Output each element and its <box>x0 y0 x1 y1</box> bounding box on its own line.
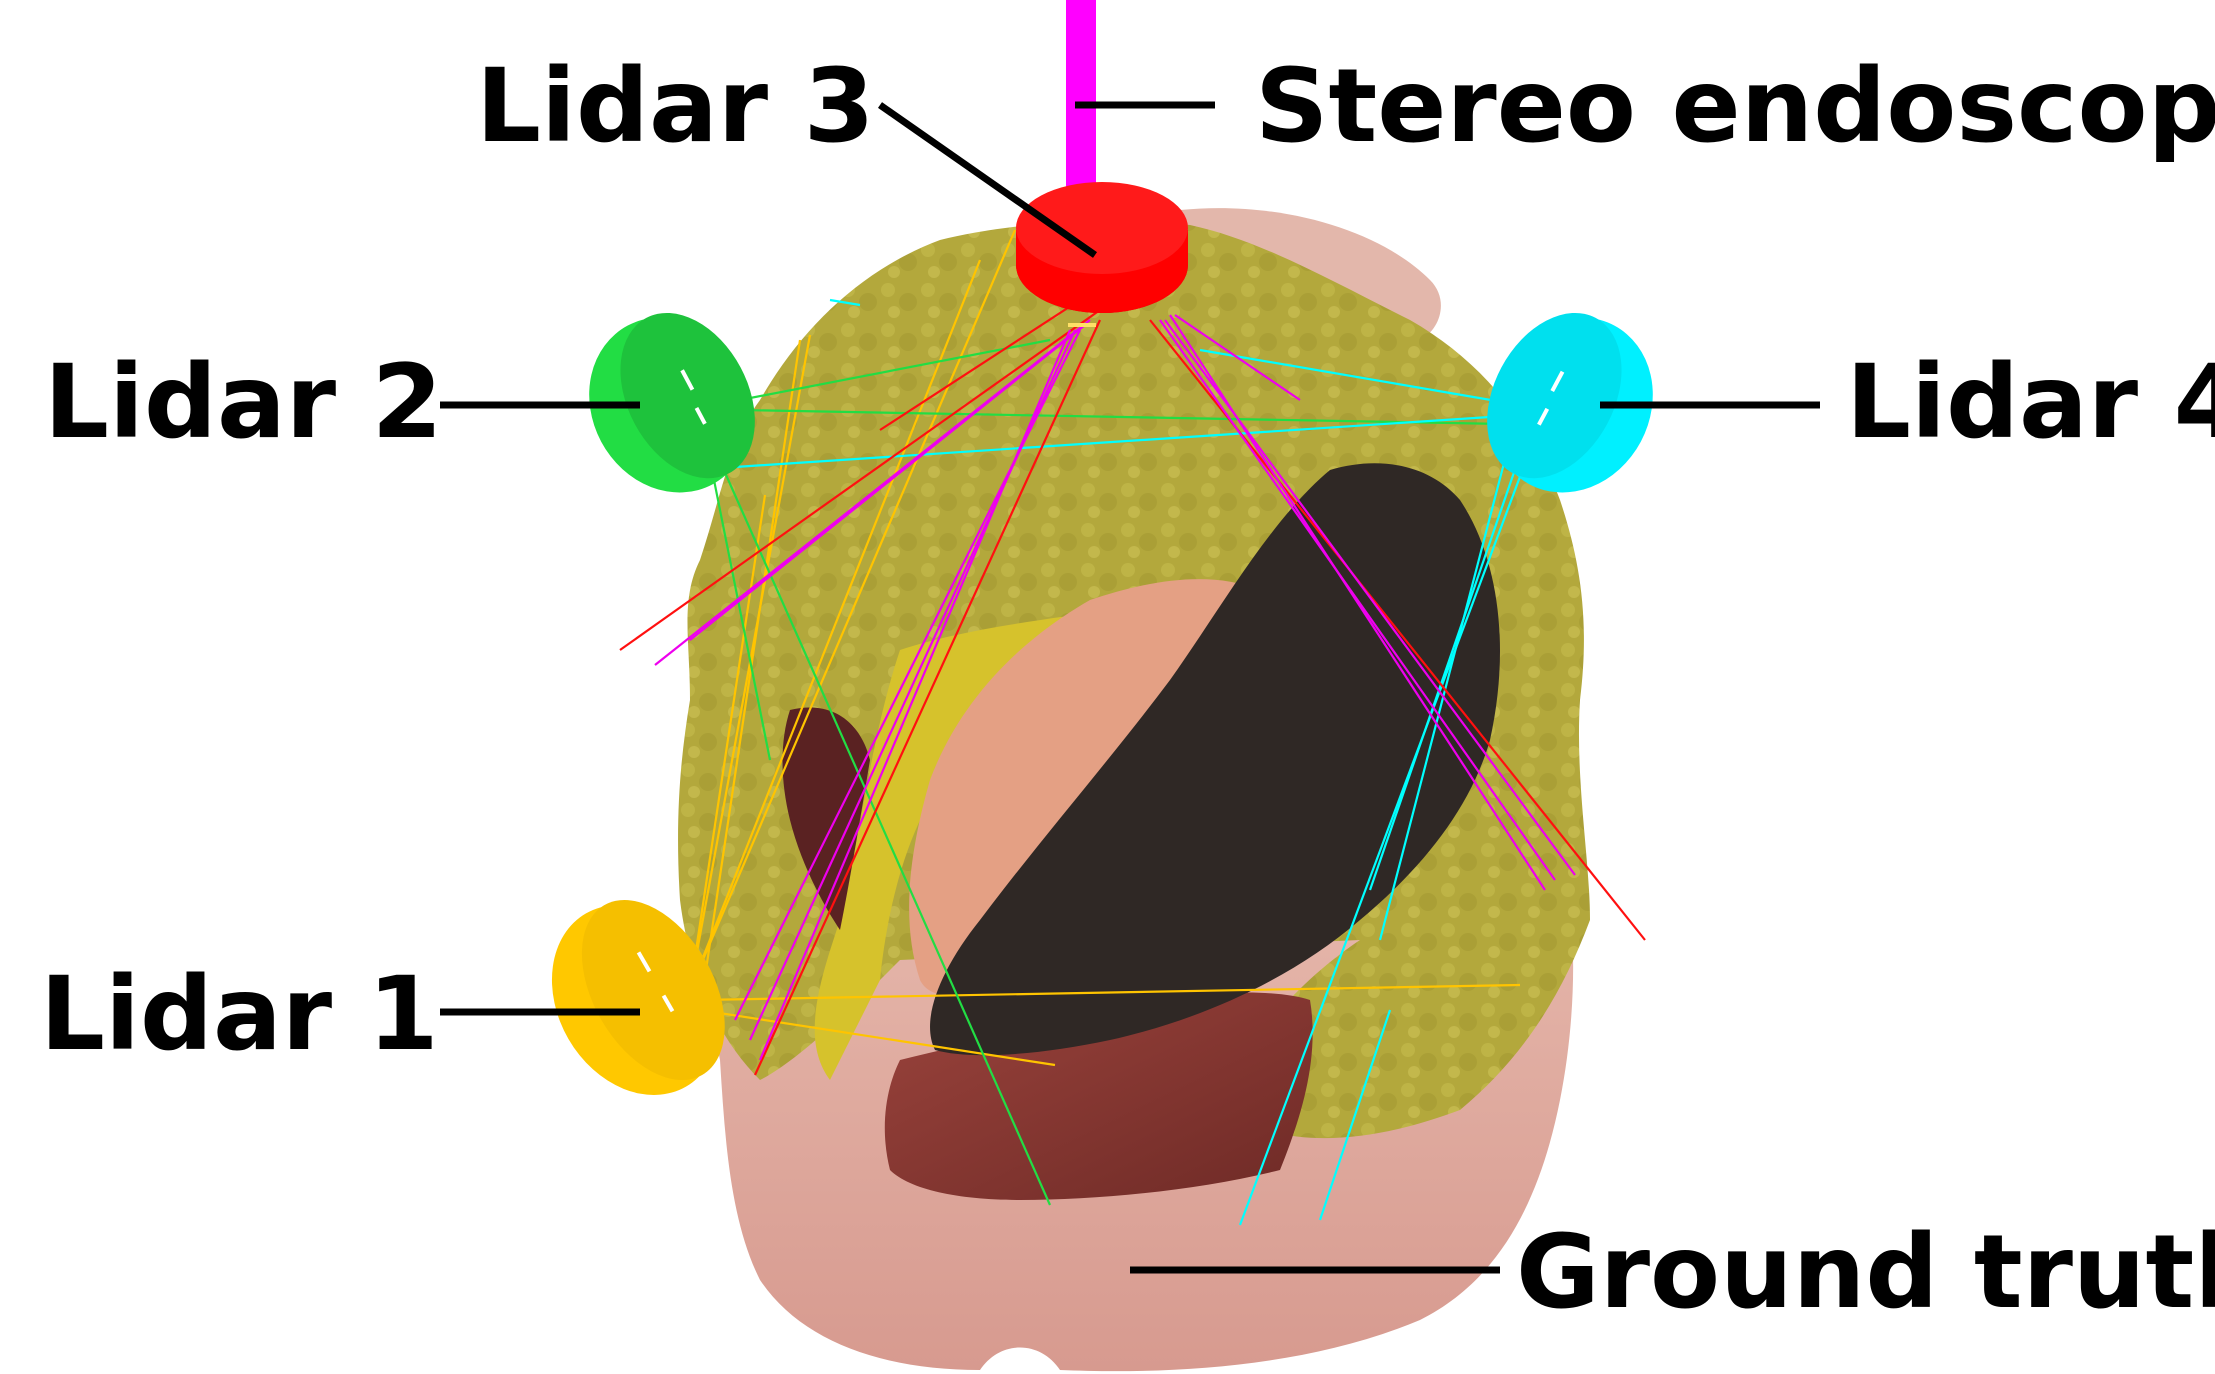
lidar4-label: Lidar 4 <box>1846 352 2215 454</box>
ground-truth-label: Ground truth <box>1516 1222 2215 1324</box>
lidar2-label: Lidar 2 <box>44 352 443 454</box>
lidar3-label: Lidar 3 <box>476 56 875 158</box>
lidar1-label: Lidar 1 <box>40 964 439 1066</box>
stereo-endoscope-rod <box>1066 0 1096 190</box>
ground-truth-specimen <box>678 208 1590 1371</box>
stereo-endoscope-label: Stereo endoscope <box>1255 56 2215 158</box>
